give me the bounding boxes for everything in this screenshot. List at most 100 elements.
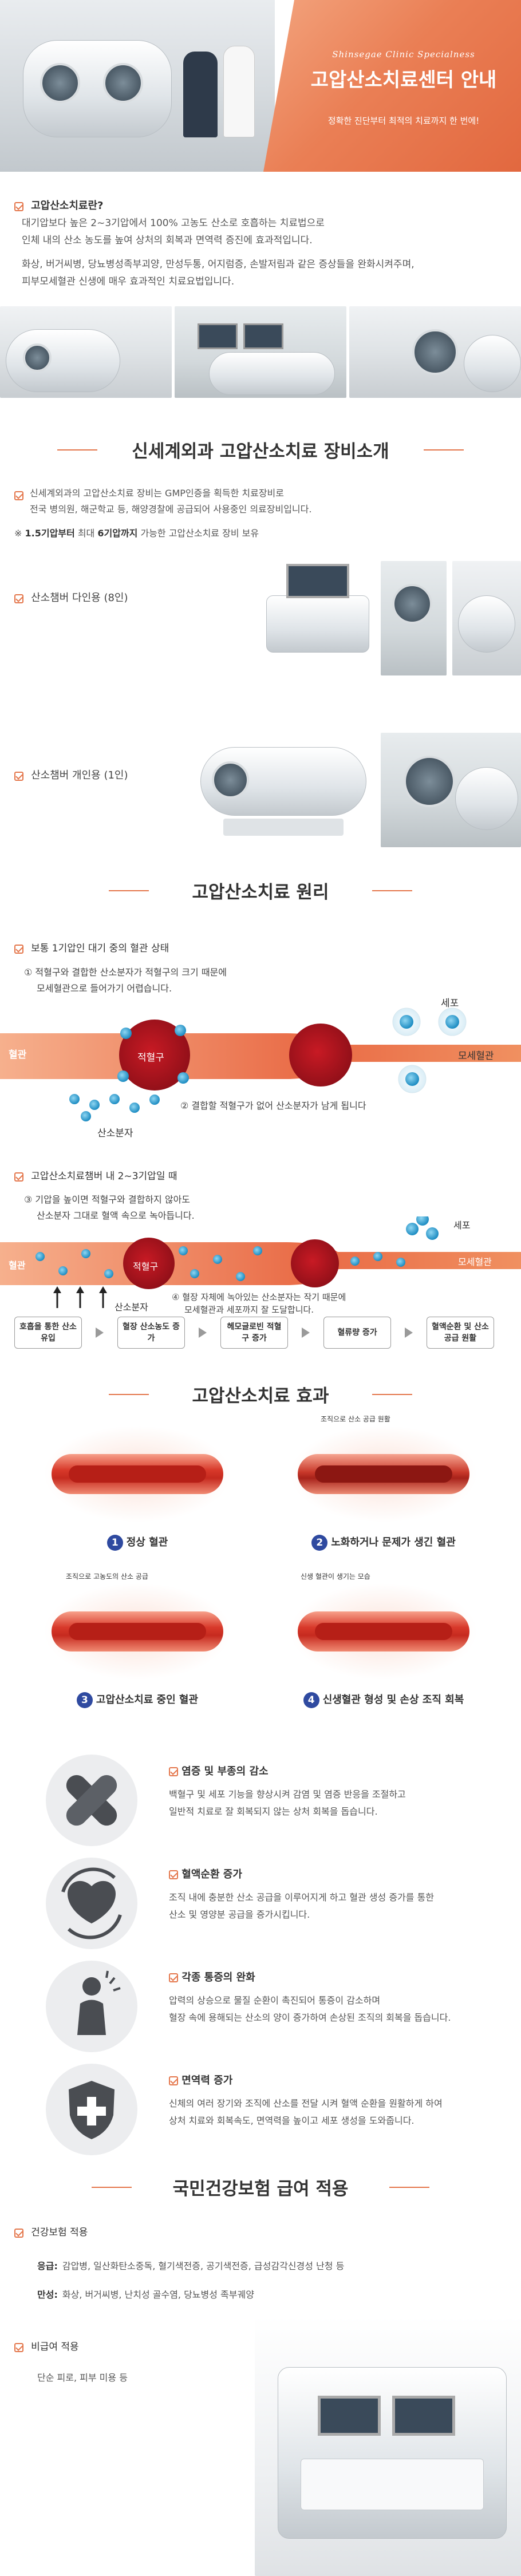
label-vessel: 혈관 [9, 1260, 26, 1271]
oxygen-molecule [69, 1094, 80, 1104]
oxygen-molecule [149, 1095, 160, 1105]
effect-label-text: 신생혈관 형성 및 손상 조직 회복 [322, 1694, 464, 1706]
oxygen-molecule [81, 1111, 91, 1121]
intro-heading-row: 고압산소치료란? [14, 197, 103, 212]
hb-heading-row: 고압산소치료챔버 내 2~3기압일 때 [14, 1168, 177, 1182]
covered-heading: 건강보험 적용 [31, 2227, 88, 2238]
hyperbaric-vessel-diagram [0, 1216, 521, 1308]
note-pressure-max: 6기압까지 [97, 528, 138, 539]
insurance-title: 국민건강보험 급여 적용 [172, 2179, 349, 2199]
benefit-title-2: 혈액순환 증가 [169, 1866, 242, 1881]
label-capillary: 모세혈관 [458, 1257, 492, 1267]
number-badge: 1 [106, 1535, 123, 1551]
label-oxygen: 산소분자 [115, 1302, 148, 1313]
oxygen-molecule [406, 1223, 419, 1235]
benefit-line: 산소 및 영양분 공급을 증가시킵니다. [169, 1909, 310, 1920]
check-icon [14, 2342, 23, 2352]
check-icon [14, 944, 23, 954]
oxygen-molecule [253, 1246, 262, 1255]
immunity-shield-icon [46, 2064, 137, 2155]
title-rule-right [389, 2187, 429, 2188]
intro-text: 대기압보다 높은 2~3기압에서 100% 고농도 산소로 호흡하는 치료법으로… [22, 215, 503, 290]
benefit-title-text: 염증 및 부종의 감소 [181, 1765, 269, 1777]
note-line: 모세혈관으로 들어가기 어렵습니다. [37, 983, 172, 994]
oxygen-molecule [426, 1227, 439, 1240]
title-rule-left [109, 1394, 149, 1395]
oxygen-molecule [175, 1025, 186, 1036]
title-rule-left [57, 449, 97, 451]
hb-heading: 고압산소치료챔버 내 2~3기압일 때 [31, 1171, 177, 1182]
oxygen-molecule [177, 1072, 189, 1084]
noncovered-heading: 비급여 적용 [31, 2341, 79, 2353]
label-rbc: 적혈구 [137, 1052, 164, 1064]
benefit-line: 신체의 여러 장기와 조직에 산소를 전달 시켜 혈액 순환을 원활하게 하여 [169, 2098, 443, 2109]
intro-line: 대기압보다 높은 2~3기압에서 100% 고농도 산소로 호흡하는 치료법으로 [22, 218, 325, 229]
flow-step: 혈류량 증가 [323, 1317, 391, 1349]
oxygen-molecule [129, 1103, 140, 1113]
benefit-text-3: 압력의 상승으로 물질 순환이 촉진되어 통증이 감소하며 혈장 속에 용해되는… [169, 1992, 490, 2026]
effect-label-text: 정상 혈관 [126, 1536, 168, 1548]
chamber-console-photo [255, 2316, 521, 2576]
benefit-title-4: 면역력 증가 [169, 2072, 232, 2087]
hb-note-4: ④ 혈장 자체에 녹아있는 산소분자는 작기 때문에 [172, 1292, 346, 1302]
multi-chamber-interior-1 [381, 561, 447, 675]
pain-icon [46, 1961, 137, 2052]
benefit-line: 조직 내에 충분한 산소 공급을 이루어지게 하고 혈관 생성 증가를 통한 [169, 1892, 435, 1903]
vessel-panel-treatment [43, 1583, 232, 1680]
oxygen-molecule [236, 1272, 245, 1281]
oxygen-molecule [89, 1100, 100, 1110]
title-rule-right [372, 1394, 412, 1395]
benefit-line: 압력의 상승으로 물질 순환이 촉진되어 통증이 감소하며 [169, 1995, 381, 2006]
intro-line: 인체 내의 산소 농도를 높여 상처의 회복과 면역력 증진에 효과적입니다. [22, 235, 313, 246]
hb-note-4b: 모세혈관과 세포까지 잘 도달합니다. [184, 1305, 314, 1315]
benefit-line: 백혈구 및 세포 기능을 향상시켜 감염 및 염증 반응을 조절하고 [169, 1789, 406, 1800]
number-badge: 3 [76, 1692, 93, 1708]
emergency-label: 응급: [37, 2261, 58, 2271]
oxygen-molecule [81, 1249, 90, 1258]
check-icon [14, 2228, 23, 2238]
chronic-text: 화상, 버거씨병, 난치성 골수염, 당뇨병성 족부궤양 [62, 2289, 254, 2300]
flow-step: 혈액순환 및 산소공급 원활 [427, 1317, 494, 1349]
multi-chamber-interior-2 [452, 561, 521, 675]
noncovered-heading-row: 비급여 적용 [14, 2338, 79, 2353]
note-mid: 최대 [74, 528, 98, 539]
effect-label-text: 노화하거나 문제가 생긴 혈관 [331, 1536, 456, 1548]
facility-photo-1 [0, 306, 172, 398]
oxygen-molecule [104, 1269, 113, 1278]
benefit-line: 상처 치료와 회복속도, 면역력을 높이고 세포 생성을 도와줍니다. [169, 2115, 415, 2126]
oxygen-molecule [373, 1252, 382, 1261]
equipment-desc-line: 전국 병의원, 해군학교 등, 해양경찰에 공급되어 사용중인 의료장비입니다. [30, 504, 312, 515]
oxygen-molecule [117, 1070, 129, 1082]
equipment-description: 신세계외과의 고압산소치료 장비는 GMP인증을 획득한 치료장비로 전국 병의… [30, 485, 505, 517]
intro-heading: 고압산소치료란? [31, 200, 104, 212]
check-icon [169, 1973, 178, 1982]
oxygen-molecule [190, 1269, 199, 1278]
effect-label-text: 고압산소치료 중인 혈관 [96, 1694, 199, 1706]
oxygen-molecule [35, 1252, 45, 1261]
hero-clinic-name: Shinsegae Clinic Specialness [332, 49, 475, 60]
red-blood-cell [119, 1020, 190, 1091]
multi-chamber-photo [260, 541, 372, 673]
check-icon [14, 1172, 23, 1182]
check-icon [169, 1767, 178, 1776]
benefit-title-text: 면역력 증가 [181, 2075, 233, 2087]
hero-orange-panel [263, 0, 521, 172]
normal-note-1: ① 적혈구와 결합한 산소분자가 적혈구의 크기 때문에 모세혈관으로 들어가기… [24, 965, 227, 997]
principle-title: 고압산소치료 원리 [192, 882, 329, 903]
oxygen-molecule [400, 1015, 413, 1029]
arrow-right-icon [199, 1327, 207, 1338]
note-line: ③ 기압을 높이면 적혈구와 결합하지 않아도 [24, 1194, 191, 1205]
vessel-shape [0, 1033, 521, 1079]
effect-caption-3: 조직으로 고농도의 산소 공급 [66, 1573, 148, 1581]
chronic-label: 만성: [37, 2289, 58, 2300]
benefit-text-1: 백혈구 및 세포 기능을 향상시켜 감염 및 염증 반응을 조절하고 일반적 치… [169, 1786, 490, 1820]
hero-banner: Shinsegae Clinic Specialness 고압산소치료센터 안내… [0, 0, 521, 172]
facility-photo-2 [175, 306, 346, 398]
red-blood-cell [291, 1239, 339, 1287]
number-badge: 2 [311, 1535, 328, 1551]
hero-title: 고압산소치료센터 안내 [310, 69, 497, 92]
benefit-title-text: 혈액순환 증가 [181, 1868, 242, 1880]
note-line: ① 적혈구와 결합한 산소분자가 적혈구의 크기 때문에 [24, 967, 227, 978]
oxygen-molecule [445, 1015, 459, 1029]
